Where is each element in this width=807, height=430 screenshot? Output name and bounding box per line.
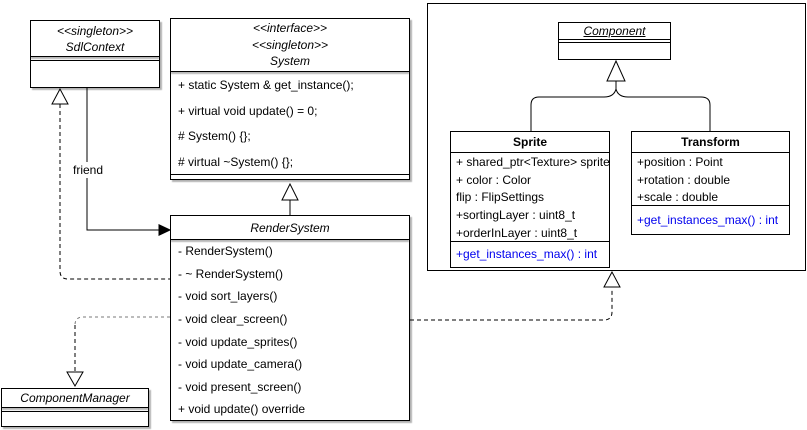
method-row: # System() {}; [178,129,251,144]
system-stereotype-singleton: <<singleton>> [251,37,329,52]
class-componentmanager[interactable]: ComponentManager [1,388,149,427]
edge-generalization-transform [615,81,711,131]
method-row: - ~ RenderSystem() [178,266,284,281]
sdlcontext-empty-methods [31,61,159,85]
sprite-class-name: Sprite [512,134,547,149]
sdlcontext-stereotype: <<singleton>> [56,23,134,38]
components-frame[interactable] [427,3,806,271]
class-rendersystem[interactable]: RenderSystem - RenderSystem() - ~ Render… [170,215,410,421]
method-row: + void update() override [178,402,306,417]
class-system[interactable]: <<interface>> <<singleton>> System + sta… [170,18,410,180]
hollow-triangle-arrowhead-sdlcontext-icon [51,87,69,105]
attribute-row: +position : Point [637,154,723,169]
method-row: + virtual void update() = 0; [178,103,318,118]
method-row: - void update_sprites() [178,334,298,349]
attribute-row: +scale : double [637,190,719,205]
attribute-row: + shared_ptr<Texture> sprite [456,154,609,169]
rendersystem-class-name: RenderSystem [250,220,330,235]
class-transform[interactable]: Transform +position : Point +rotation : … [631,131,790,235]
edge-realization-sdlcontext [59,104,170,280]
attribute-row: +rotation : double [637,172,731,187]
method-row: - void present_screen() [178,379,302,394]
friend-arrowhead-icon [158,224,172,236]
method-row: - void clear_screen() [178,312,288,327]
transform-class-name: Transform [681,134,740,149]
method-row: - void sort_layers() [178,289,278,304]
method-row: + static System & get_instance(); [178,77,354,92]
hollow-triangle-arrowhead-system-icon [281,182,299,201]
attribute-row: +sortingLayer : uint8_t [456,208,576,223]
componentmanager-class-name: ComponentManager [20,390,130,405]
system-empty-footer [171,175,409,179]
sdlcontext-class-name: SdlContext [65,39,125,54]
method-row-link[interactable]: +get_instances_max() : int [456,247,598,261]
attribute-row: + color : Color [456,172,532,187]
attribute-row: +orderInLayer : uint8_t [456,226,578,241]
edge-generalization-sprite [530,81,617,131]
component-class-name: Component [583,23,646,38]
system-stereotype-interface: <<interface>> [252,21,328,36]
hollow-triangle-arrowhead-frame-icon [603,270,621,288]
sdlcontext-empty-attributes [31,57,159,61]
edge-realization-components-frame [410,288,613,321]
class-component[interactable]: Component [558,22,671,60]
componentmanager-empty-attributes [2,408,148,412]
attribute-row: flip : FlipSettings [456,190,545,205]
method-row-link[interactable]: +get_instances_max() : int [637,212,779,227]
componentmanager-empty-methods [2,412,148,424]
method-row: # virtual ~System() {}; [178,155,294,170]
component-empty-methods [559,43,670,57]
method-row: - RenderSystem() [178,244,273,259]
edge-realization-componentmanager-horizontal [74,316,170,326]
hollow-triangle-arrowhead-componentmanager-icon [66,371,84,388]
edge-friend-association [86,88,160,231]
component-empty-attributes [559,40,670,43]
friend-edge-label: friend [68,162,108,178]
method-row: - void update_camera() [178,357,303,372]
system-class-name: System [269,54,310,69]
class-sprite[interactable]: Sprite + shared_ptr<Texture> sprite + co… [450,131,610,268]
class-sdlcontext[interactable]: <<singleton>> SdlContext [30,20,160,88]
